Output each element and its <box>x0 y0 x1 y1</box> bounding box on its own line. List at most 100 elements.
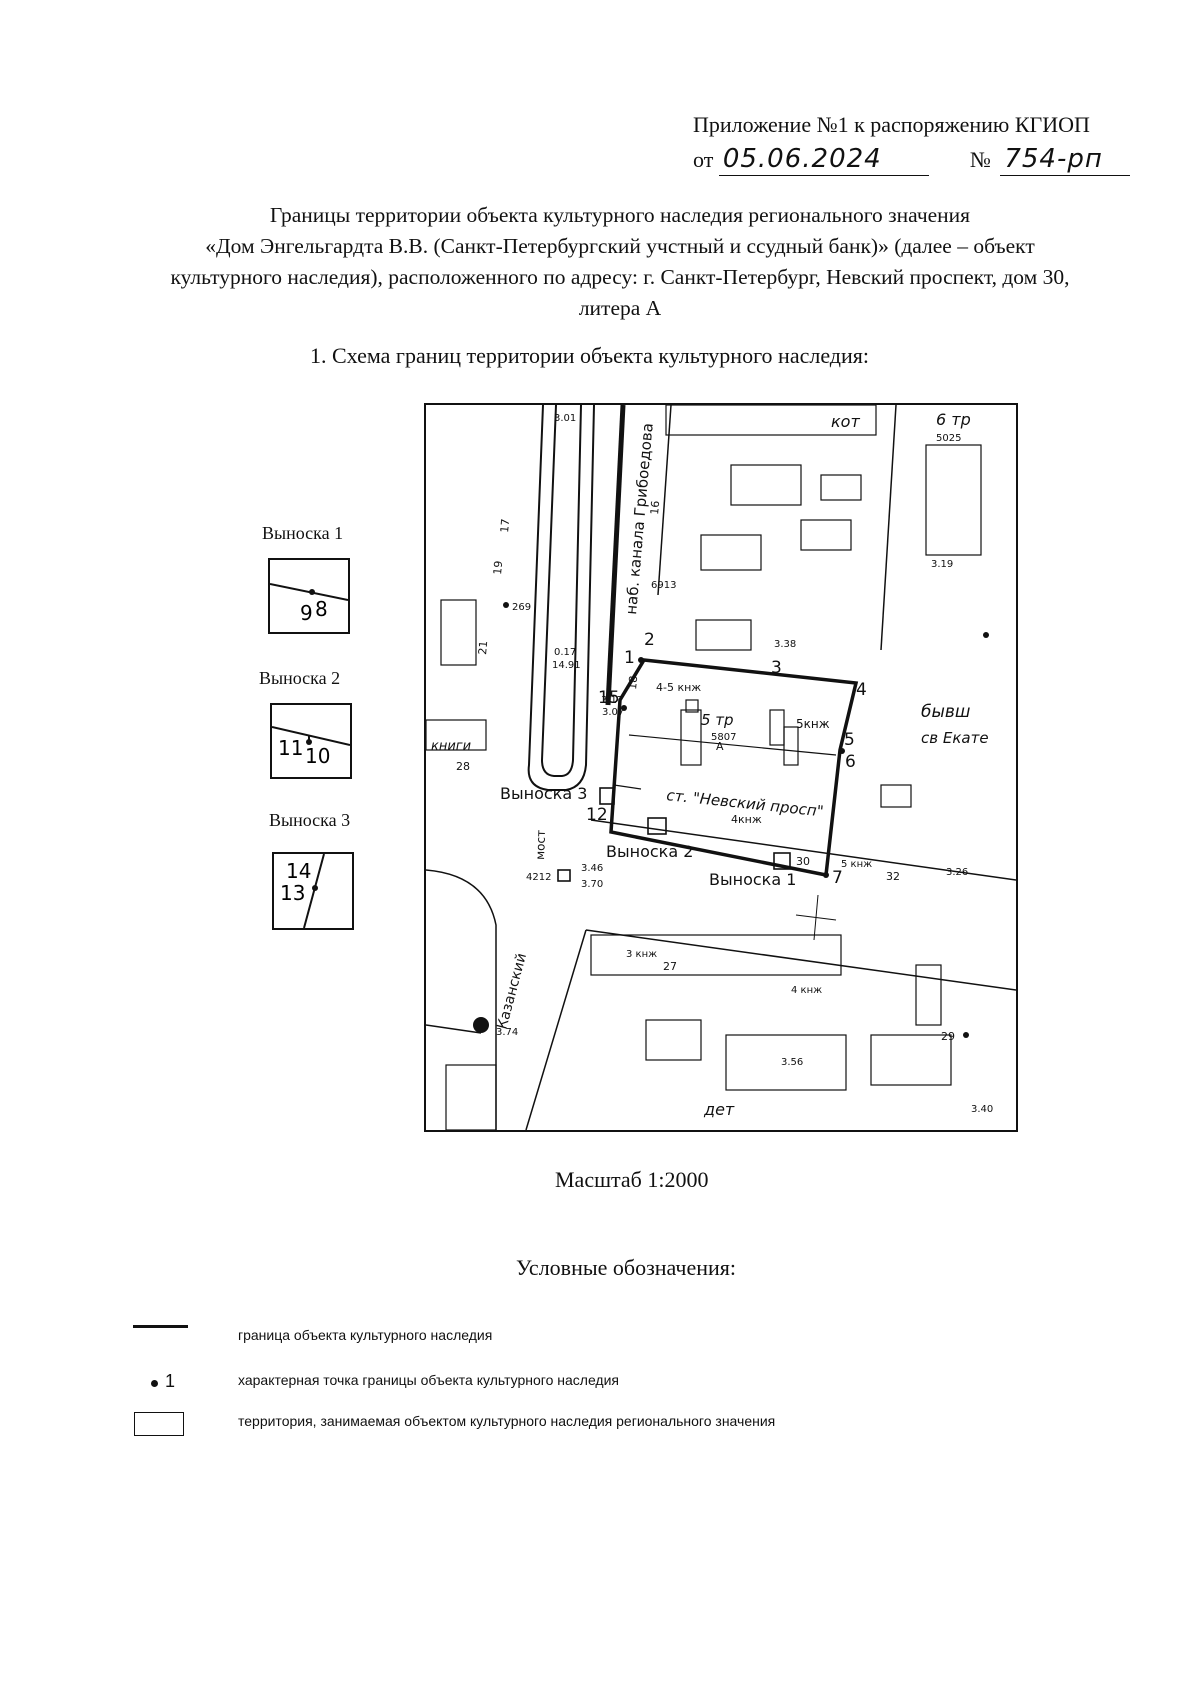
point-label-1: 1 <box>624 648 635 668</box>
map-callout-ref-3: Выноска 3 <box>500 784 587 803</box>
bridge-label: мост <box>533 830 548 860</box>
callout-1-label-b: 8 <box>315 597 328 621</box>
document-title: Границы территории объекта культурного н… <box>90 200 1150 324</box>
inner-line-b <box>613 784 642 790</box>
marker-east <box>963 1032 969 1038</box>
callout-2-label-b: 10 <box>305 744 330 768</box>
callout-3-title: Выноска 3 <box>269 810 351 830</box>
inner-block-b <box>769 709 785 746</box>
boundary-point-7 <box>823 872 829 878</box>
buildings <box>426 405 982 1130</box>
street-curb-left <box>426 869 497 1130</box>
marker-269 <box>503 602 509 608</box>
callout-3-boundary <box>303 854 325 928</box>
building-south-a <box>590 934 842 976</box>
label-4knzh: 4кнж <box>731 813 762 826</box>
lane-east <box>880 405 897 651</box>
house-number-18: 18 <box>626 675 640 690</box>
point-label-3: 3 <box>771 658 782 678</box>
house-number-17: 17 <box>498 518 512 533</box>
elev-269: 269 <box>512 602 531 613</box>
legend-point-number: 1 <box>165 1371 176 1391</box>
inner-block-c <box>783 726 799 766</box>
title-line-2: «Дом Энгельгардта В.В. (Санкт-Петербургс… <box>205 234 1035 258</box>
monument-marker <box>473 1017 489 1033</box>
label-5knzh-inner: 5кнж <box>796 717 830 731</box>
street-lines <box>426 405 1016 1130</box>
legend-line-text: граница объекта культурного наследия <box>238 1327 493 1343</box>
number-prefix: № <box>969 147 991 172</box>
building-south-d <box>870 1034 952 1086</box>
street-curb-sw <box>426 1024 482 1034</box>
scale-label: Масштаб 1:2000 <box>555 1167 709 1192</box>
title-line-1: Границы территории объекта культурного н… <box>269 203 971 227</box>
label-4-5knzh: 4-5 кнж <box>656 681 701 694</box>
legend-point-symbol <box>151 1380 158 1387</box>
point-label-4: 4 <box>856 680 867 700</box>
building-south-b <box>645 1019 702 1061</box>
building-sw <box>445 1064 497 1130</box>
building-south-e <box>915 964 942 1026</box>
callout-3-label-b: 13 <box>280 881 305 905</box>
point-label-15: 15 <box>598 688 620 708</box>
callout-3-box: 14 13 <box>272 852 354 930</box>
building-north-b <box>700 534 762 571</box>
label-det: дет <box>703 1100 735 1119</box>
lane-west <box>657 405 672 596</box>
legend-title: Условные обозначения: <box>516 1255 737 1280</box>
building-north-d <box>800 519 852 551</box>
map-markers <box>473 602 989 1038</box>
nevsky-curb-south <box>585 929 1016 991</box>
building-east-a <box>925 444 982 556</box>
house-number-32: 32 <box>886 870 900 883</box>
callout-ref-square-3 <box>599 787 615 805</box>
crosshair-v <box>813 894 819 941</box>
elev-340: 3.40 <box>971 1104 993 1115</box>
elev-017: 0.17 <box>554 647 576 658</box>
label-ekate: св Екате <box>921 729 989 747</box>
cadastral-map: наб. канала Грибоедова мост Казанский ст… <box>424 403 1018 1132</box>
label-5807: 5807 <box>711 732 736 743</box>
house-number-21: 21 <box>476 640 490 655</box>
point-label-2: 2 <box>644 630 655 650</box>
callout-1-box: 9 8 <box>268 558 350 634</box>
house-number-19: 19 <box>491 560 505 575</box>
label-byvsh: бывш <box>921 702 970 722</box>
callout-3-label-a: 14 <box>286 859 311 883</box>
callout-3-point <box>312 885 318 891</box>
canal-outline <box>527 405 595 791</box>
point-label-7: 7 <box>832 868 843 888</box>
map-callout-ref-1: Выноска 1 <box>709 870 796 889</box>
canal-inner <box>540 405 582 777</box>
elev-356: 3.56 <box>781 1057 803 1068</box>
order-date: 05.06.2024 <box>718 144 929 176</box>
label-5knzh-b: 5 кнж <box>841 859 872 870</box>
elev-317: 3.17 <box>601 695 623 706</box>
callout-1-point <box>309 589 315 595</box>
title-line-4: литера А <box>578 296 662 320</box>
elev-307: 3.07 <box>602 707 624 718</box>
map-callout-ref-2: Выноска 2 <box>606 842 693 861</box>
label-3knzh: 3 кнж <box>626 949 657 960</box>
label-5tr: 5 тр <box>701 711 734 729</box>
elev-1491: 14.91 <box>552 660 581 671</box>
elev-374: 3.74 <box>496 1027 518 1038</box>
elev-338: 3.38 <box>774 639 796 650</box>
label-kot: кот <box>831 412 860 431</box>
crosshair <box>795 894 837 941</box>
embankment-wall <box>605 405 626 706</box>
label-6tr: 6 тр <box>936 410 971 429</box>
section-heading: 1. Схема границ территории объекта культ… <box>310 343 870 368</box>
elev-326: 3.26 <box>946 867 968 878</box>
building-west-b <box>426 719 487 751</box>
point-label-12: 12 <box>586 805 608 825</box>
callout-ref-square-1 <box>773 852 791 870</box>
building-west-a <box>440 599 477 666</box>
inner-block-a <box>680 709 702 766</box>
kazansky-curb <box>525 929 587 1130</box>
legend-point-text: характерная точка границы объекта культу… <box>238 1372 619 1388</box>
marker-ne <box>983 632 989 638</box>
boundary-point-6 <box>839 748 845 754</box>
building-north-e <box>820 474 862 501</box>
point-label-6: 6 <box>845 752 856 772</box>
